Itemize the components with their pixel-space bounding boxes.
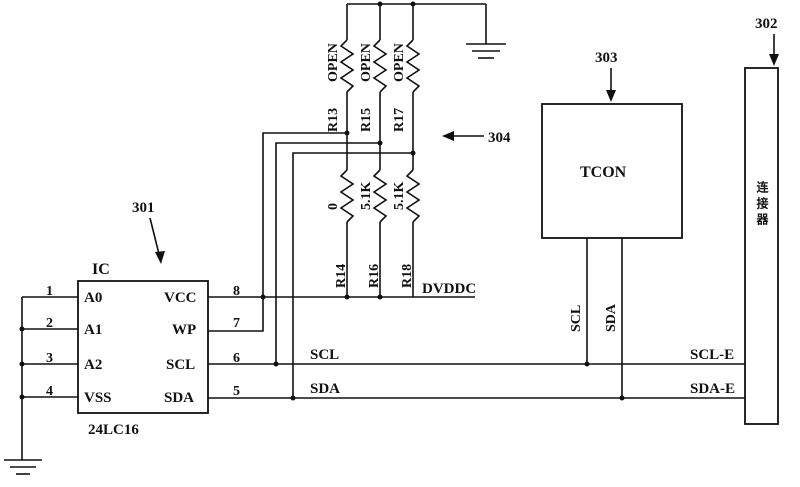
scl-pullup-net bbox=[275, 142, 380, 364]
tcon-label: TCON bbox=[580, 164, 627, 181]
pin-a1-label: A1 bbox=[84, 322, 102, 338]
junction-dot bbox=[273, 361, 279, 367]
connector-block bbox=[744, 67, 779, 425]
sda-pullup-net bbox=[292, 152, 413, 398]
wp-net bbox=[208, 132, 347, 332]
arrow-302-head bbox=[769, 54, 779, 66]
resistor-r14 bbox=[339, 169, 355, 223]
pin-wp-label: WP bbox=[172, 322, 196, 338]
pin-a2-label: A2 bbox=[84, 357, 102, 373]
pin1-number: 1 bbox=[46, 284, 53, 299]
r17-value: OPEN bbox=[392, 43, 407, 82]
arrow-304-head bbox=[442, 131, 454, 141]
arrow-301-shaft bbox=[149, 217, 161, 259]
pin3-number: 3 bbox=[46, 351, 53, 366]
pin-sda-label: SDA bbox=[164, 390, 194, 406]
r18-value: 5.1K bbox=[392, 182, 407, 211]
pin7-number: 7 bbox=[233, 316, 240, 331]
junction-dot bbox=[19, 394, 25, 400]
r17-ref: R17 bbox=[392, 108, 407, 132]
tcon-block bbox=[541, 103, 683, 239]
junction-dot bbox=[19, 326, 25, 332]
junction-dot bbox=[19, 361, 25, 367]
pin-scl-label: SCL bbox=[166, 357, 195, 373]
scl-net-label: SCL bbox=[310, 347, 339, 363]
resistor-r16 bbox=[372, 169, 388, 223]
ground-symbol-top bbox=[466, 43, 506, 59]
ic-part-number: 24LC16 bbox=[88, 422, 139, 438]
scl-e-label: SCL-E bbox=[690, 347, 734, 363]
ground-symbol-left bbox=[4, 459, 42, 475]
ic-body bbox=[77, 280, 209, 414]
pin5-number: 5 bbox=[233, 384, 240, 399]
sda-e-label: SDA-E bbox=[690, 381, 735, 397]
r14-ref: R14 bbox=[334, 264, 349, 288]
arrow-303-head bbox=[606, 90, 616, 102]
ref-303: 303 bbox=[595, 50, 618, 66]
sda-net-label: SDA bbox=[310, 381, 340, 397]
connector-label: 连接器 bbox=[755, 180, 769, 229]
pin8-number: 8 bbox=[233, 284, 240, 299]
r15-value: OPEN bbox=[359, 43, 374, 82]
resistor-r17 bbox=[405, 39, 421, 93]
junction-dot bbox=[290, 395, 296, 401]
ref-301: 301 bbox=[132, 200, 155, 216]
r13-value: OPEN bbox=[326, 43, 341, 82]
tcon-sda-label: SDA bbox=[604, 303, 619, 332]
r18-ref: R18 bbox=[400, 264, 415, 288]
arrow-301-head bbox=[155, 251, 165, 264]
r15-ref: R15 bbox=[359, 108, 374, 132]
resistor-r18 bbox=[405, 169, 421, 223]
r14-value: 0 bbox=[326, 203, 341, 210]
pin4-number: 4 bbox=[46, 384, 53, 399]
r16-ref: R16 bbox=[367, 264, 382, 288]
ref-302: 302 bbox=[755, 16, 778, 32]
tcon-scl-label: SCL bbox=[569, 305, 584, 332]
ic-label: IC bbox=[92, 261, 110, 278]
pin-vss-label: VSS bbox=[84, 390, 112, 406]
pin6-number: 6 bbox=[233, 351, 240, 366]
r16-value: 5.1K bbox=[359, 182, 374, 211]
dvddc-label: DVDDC bbox=[422, 281, 476, 297]
resistor-r15 bbox=[372, 39, 388, 93]
pin-a0-label: A0 bbox=[84, 290, 102, 306]
pin-vcc-label: VCC bbox=[164, 290, 197, 306]
ref-304: 304 bbox=[488, 130, 511, 146]
resistor-r13 bbox=[339, 39, 355, 93]
pin2-number: 2 bbox=[46, 316, 53, 331]
r13-ref: R13 bbox=[326, 108, 341, 132]
